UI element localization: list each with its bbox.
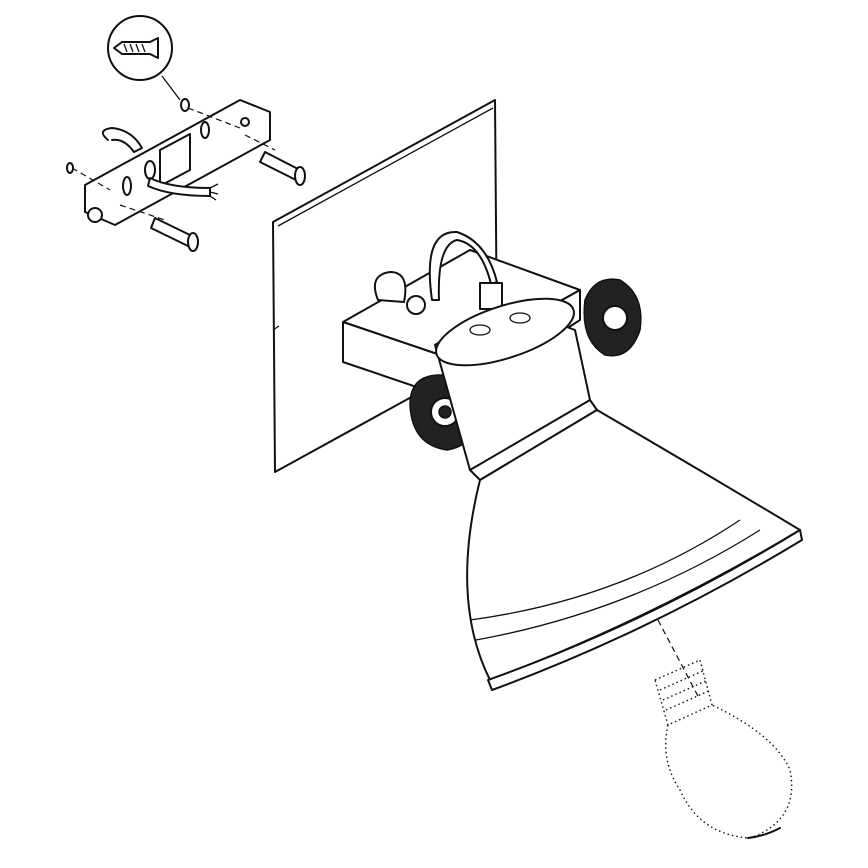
mounting-bracket [84,99,271,226]
light-bulb [654,659,793,839]
screws [150,151,306,252]
lamp-shade [434,297,803,691]
washer [66,162,74,174]
wall-plug-detail [107,15,190,112]
